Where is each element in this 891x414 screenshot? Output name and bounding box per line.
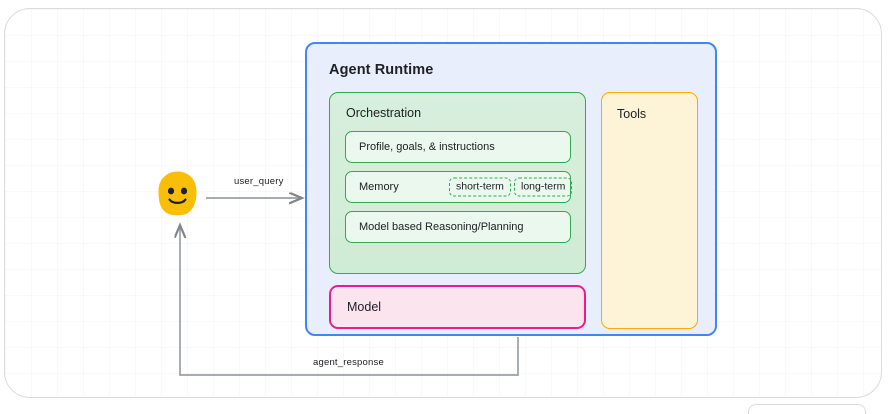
orchestration-title: Orchestration: [346, 106, 422, 120]
orchestration-box: Orchestration Profile, goals, & instruct…: [329, 92, 586, 274]
edge-label-agent-response: agent_response: [313, 357, 384, 368]
model-box: Model: [329, 285, 586, 329]
agent-runtime-box: Agent Runtime Orchestration Profile, goa…: [305, 42, 717, 336]
user-avatar: [158, 171, 197, 216]
orchestration-row-profile: Profile, goals, & instructions: [345, 131, 571, 163]
memory-chip-long-term: long-term: [514, 177, 573, 197]
orchestration-row-label: Memory: [359, 181, 399, 193]
orchestration-row-reasoning: Model based Reasoning/Planning: [345, 211, 571, 243]
tools-box: Tools: [601, 92, 698, 329]
bottom-partial-element: [748, 404, 866, 414]
orchestration-row-memory: Memory short-term long-term: [345, 171, 573, 203]
edge-label-user-query: user_query: [234, 176, 284, 187]
orchestration-row-label: Profile, goals, & instructions: [359, 141, 495, 153]
model-title: Model: [347, 300, 382, 314]
tools-title: Tools: [617, 107, 647, 121]
memory-chip-short-term: short-term: [449, 177, 511, 197]
agent-runtime-title: Agent Runtime: [329, 62, 434, 78]
orchestration-row-label: Model based Reasoning/Planning: [359, 221, 524, 233]
